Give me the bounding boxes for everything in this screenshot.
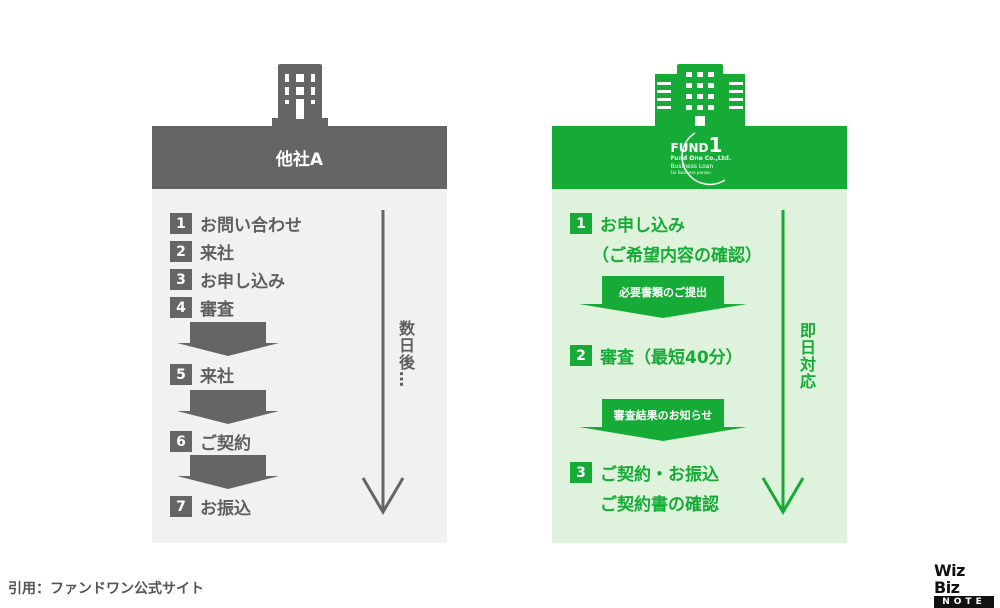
wizbiz-logo-text: Wiz Biz [934, 561, 965, 597]
fund-brand-number: 1 [708, 132, 723, 157]
down-arrow-results: 審査結果のお知らせ [577, 399, 749, 441]
down-arrow [177, 455, 279, 489]
competitor-step: 1 お問い合わせ [170, 211, 302, 236]
step-label: ご契約・お振込 [600, 465, 719, 485]
step-label: お申し込み [200, 272, 285, 292]
fund-one-step: 2 審査（最短40分） [570, 343, 743, 368]
down-arrow [177, 322, 279, 356]
fund-one-step: 1 お申し込み [570, 211, 685, 236]
citation-note: 引用：ファンドワン公式サイト [8, 581, 204, 597]
building-icon [272, 64, 328, 128]
wizbiz-logo-subtext: NOTE [934, 596, 994, 608]
competitor-step: 3 お申し込み [170, 267, 285, 292]
office-building-icon [655, 64, 745, 128]
competitor-step: 5 来社 [170, 362, 234, 387]
arrow-label: 審査結果のお知らせ [613, 409, 713, 422]
wizbiz-logo: Wiz Biz NOTE [934, 562, 994, 608]
competitor-step: 2 来社 [170, 239, 234, 264]
competitor-title: 他社A [275, 150, 324, 170]
competitor-step: 6 ご契約 [170, 429, 251, 454]
step-number-badge: 3 [170, 269, 192, 290]
timeline-arrow [361, 210, 405, 515]
step-label: 来社 [200, 244, 234, 264]
step-sublabel: （ご希望内容の確認） [592, 246, 762, 266]
arrow-label: 必要書類のご提出 [619, 286, 707, 299]
step-number-badge: 7 [170, 496, 192, 517]
step-label: お申し込み [600, 216, 685, 236]
step-label: 来社 [200, 367, 234, 387]
competitor-header: 他社A [152, 126, 447, 189]
competitor-step: 7 お振込 [170, 494, 251, 519]
step-number-badge: 1 [170, 213, 192, 234]
step-number-badge: 1 [570, 213, 592, 234]
fund-subtagline: For Business person [670, 169, 711, 175]
down-arrow [177, 390, 279, 424]
step-number-badge: 2 [570, 345, 592, 366]
fund-one-panel: FUND1 Fund One Co.,Ltd. Business Loan Fo… [552, 126, 847, 543]
timeline-label: 即日対応 [797, 322, 816, 390]
competitor-step: 4 審査 [170, 295, 234, 320]
step-number-badge: 6 [170, 431, 192, 452]
step-label: 審査 [200, 300, 234, 320]
step-label: 審査（最短40分） [600, 348, 743, 368]
step-sublabel: ご契約書の確認 [600, 495, 719, 515]
timeline-arrow [761, 210, 805, 515]
fund-company: Fund One Co.,Ltd. [670, 154, 732, 162]
competitor-panel: 他社A 1 お問い合わせ 2 来社 3 お申し込み 4 審査 5 来社 6 ご契… [152, 126, 447, 543]
step-number-badge: 5 [170, 364, 192, 385]
step-number-badge: 4 [170, 297, 192, 318]
step-label: ご契約 [200, 434, 251, 454]
timeline-label: 数日後… [393, 316, 417, 392]
step-number-badge: 3 [570, 462, 592, 483]
fund-one-step: 3 ご契約・お振込 [570, 460, 719, 485]
step-number-badge: 2 [170, 241, 192, 262]
fund-one-header: FUND1 Fund One Co.,Ltd. Business Loan Fo… [552, 126, 847, 189]
fund-tagline: Business Loan [670, 162, 714, 170]
fund-brand: FUND [670, 140, 709, 155]
down-arrow-documents: 必要書類のご提出 [577, 276, 749, 318]
step-label: お問い合わせ [200, 216, 302, 236]
step-label: お振込 [200, 499, 251, 519]
fund-one-logo: FUND1 Fund One Co.,Ltd. Business Loan Fo… [655, 130, 745, 186]
